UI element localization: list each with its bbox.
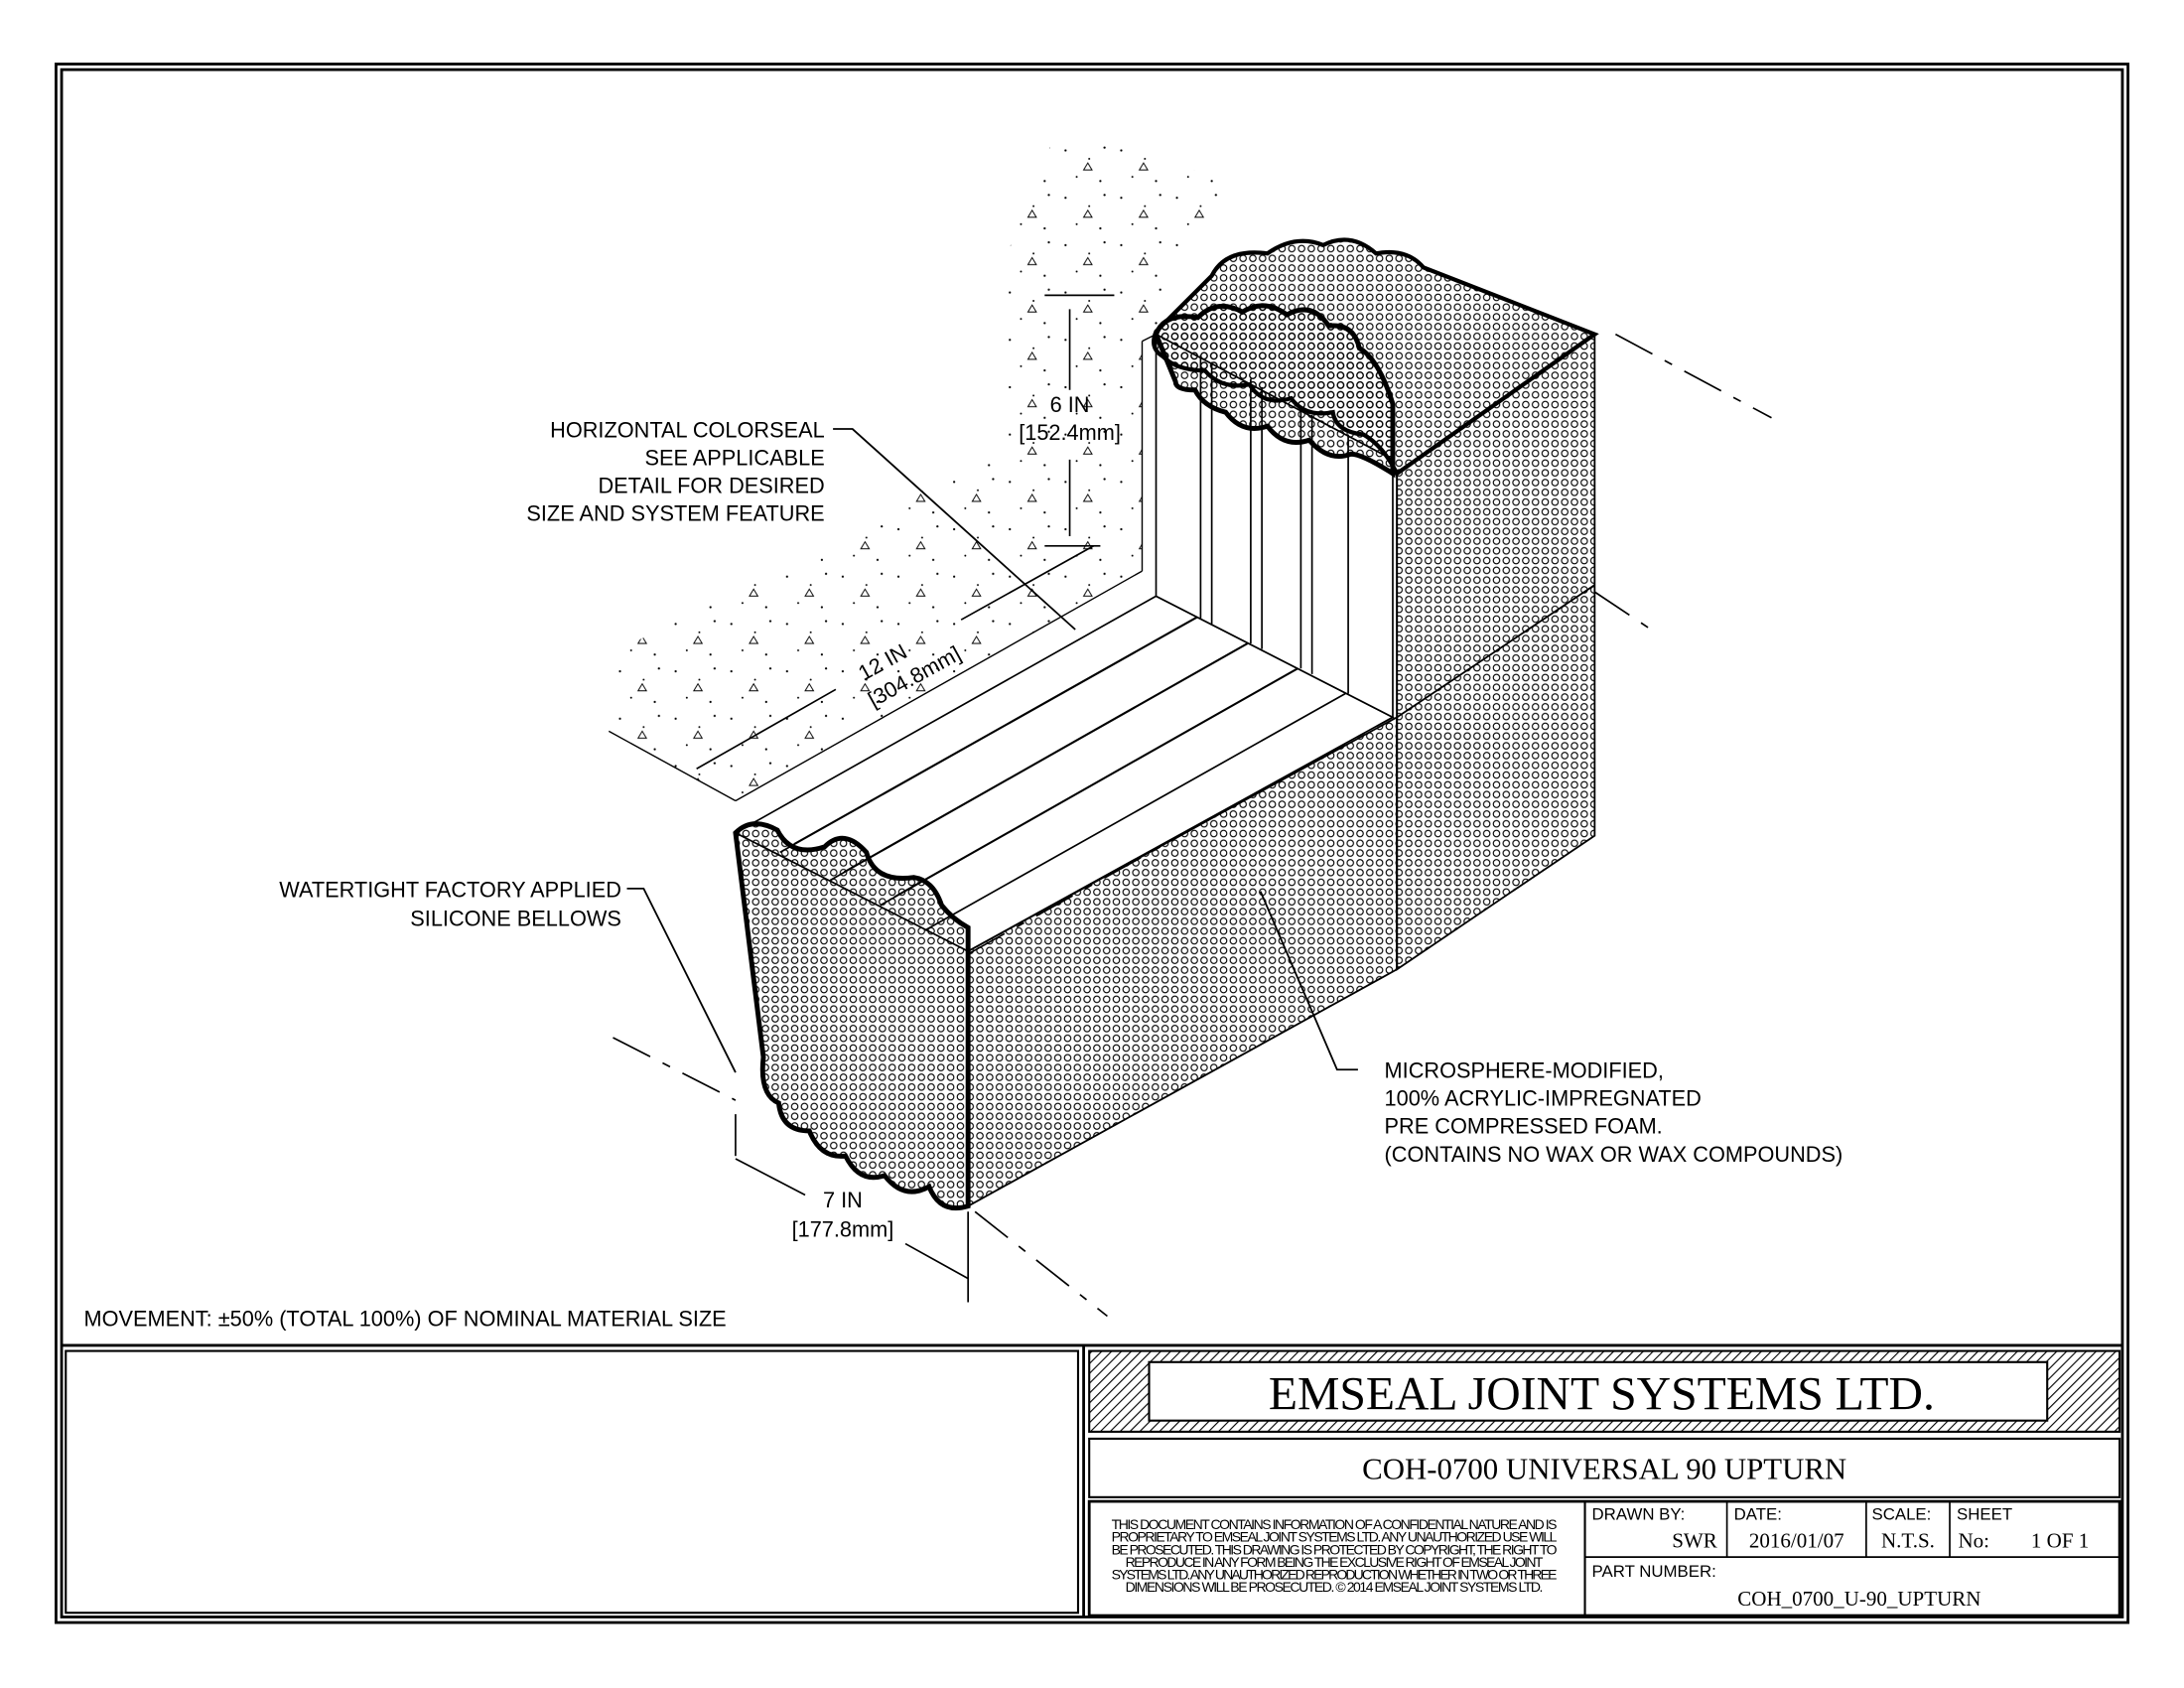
drawing-callouts-foam-3: (CONTAINS NO WAX OR WAX COMPOUNDS) [1385,1142,1843,1167]
drawing-callouts-foam-1: 100% ACRYLIC-IMPREGNATED [1385,1086,1702,1111]
drawing-callouts-foam-0: MICROSPHERE-MODIFIED, [1385,1058,1664,1083]
disclaimer: THIS DOCUMENT CONTAINS INFORMATION OF A … [1112,1516,1558,1595]
title-block-scale: N.T.S. [1881,1528,1935,1552]
title-block-sheet-no-label: No: [1958,1528,1989,1552]
drawing-dimensions-depth-imperial: 7 IN [823,1188,863,1212]
dimension-height: 6 IN [152.4mm] [1019,392,1121,445]
callout-foam: MICROSPHERE-MODIFIED, 100% ACRYLIC-IMPRE… [1385,1058,1843,1167]
drawing-dimensions-depth-metric: [177.8mm] [792,1217,894,1242]
outer-border [55,63,2129,1624]
title-block-sheet-label: SHEET [1957,1504,2012,1523]
company-name: EMSEAL JOINT SYSTEMS LTD. [1269,1368,1935,1420]
title-block-date: 2016/01/07 [1749,1528,1844,1552]
title-block-drawn-by: SWR [1672,1528,1717,1552]
title-block-part-number-label: PART NUMBER: [1592,1562,1716,1581]
drawing-dimensions-height-metric: [152.4mm] [1019,420,1121,445]
drawing-callouts-horizontal-3: SIZE AND SYSTEM FEATURE [526,501,824,526]
movement-note: MOVEMENT: ±50% (TOTAL 100%) OF NOMINAL M… [83,1306,726,1331]
title-block-disclaimer-4: SYSTEMS LTD. ANY UNAUTHORIZED REPRODUCTI… [1112,1567,1558,1583]
part-number: COH_0700_U-90_UPTURN [1737,1587,1980,1611]
drawing-callouts-horizontal-1: SEE APPLICABLE [644,445,824,470]
drawing-callouts-bellows-1: SILICONE BELLOWS [410,907,621,931]
drawing-callouts-bellows-0: WATERTIGHT FACTORY APPLIED [279,877,621,902]
drawing-callouts-horizontal-2: DETAIL FOR DESIRED [598,474,824,498]
dimension-lines [696,294,1115,1303]
callout-silicone-bellows: WATERTIGHT FACTORY APPLIED SILICONE BELL… [279,877,621,930]
drawing-callouts-horizontal-0: HORIZONTAL COLORSEAL [550,417,825,442]
leader-lines [626,428,1358,1073]
dimension-depth: 7 IN [177.8mm] [792,1188,894,1241]
drawing-callouts-foam-2: PRE COMPRESSED FOAM. [1385,1114,1663,1139]
drawing-title: COH-0700 UNIVERSAL 90 UPTURN [1362,1453,1846,1486]
title-block-disclaimer-5: DIMENSIONS WILL BE PROSECUTED. © 2014 EM… [1126,1579,1544,1595]
foam-body [733,237,1599,1211]
title-block-date-label: DATE: [1734,1504,1782,1523]
title-block: EMSEAL JOINT SYSTEMS LTD. COH-0700 UNIVE… [1087,1349,2121,1618]
title-block-scale-label: SCALE: [1871,1504,1931,1523]
title-block-disclaimer-3: REPRODUCE IN ANY FORM BEING THE EXCLUSIV… [1126,1554,1544,1570]
title-block-drawn-by-label: DRAWN BY: [1592,1504,1686,1523]
concrete-substrate [608,125,1226,802]
title-block-disclaimer-1: PROPRIETARY TO EMSEAL JOINT SYSTEMS LTD.… [1112,1529,1558,1545]
callout-horizontal-colorseal: HORIZONTAL COLORSEAL SEE APPLICABLE DETA… [526,417,824,525]
title-block-sheet: 1 OF 1 [2031,1528,2089,1552]
title-block-disclaimer-2: BE PROSECUTED. THIS DRAWING IS PROTECTED… [1112,1541,1558,1557]
break-lines [613,333,1772,1318]
drawing-dimensions-height-imperial: 6 IN [1050,392,1090,417]
title-block-disclaimer-0: THIS DOCUMENT CONTAINS INFORMATION OF A … [1112,1516,1558,1532]
notes-box [65,1349,1080,1615]
